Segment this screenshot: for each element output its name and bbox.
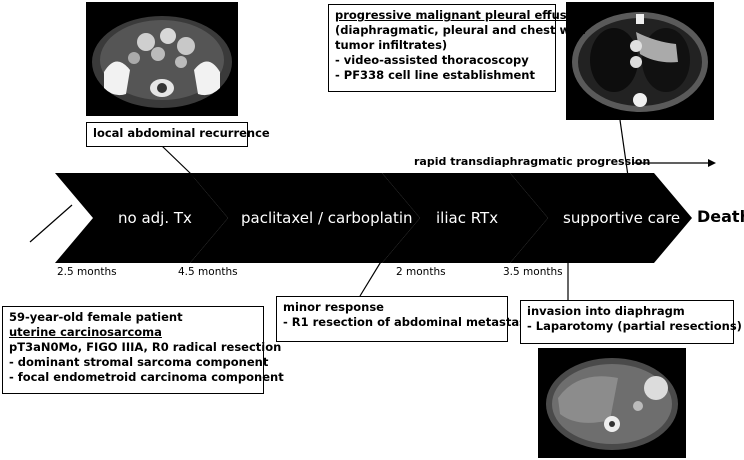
death-label: Death: [697, 207, 744, 226]
connector-effusion: [619, 119, 629, 177]
patient-line: - dominant stromal sarcoma component: [9, 355, 269, 369]
invasion-title: invasion into diaphragm: [527, 304, 685, 318]
patient-diagnosis: uterine carcinosarcoma: [9, 325, 162, 339]
phase-label-paclitaxel: paclitaxel / carboplatin: [241, 209, 413, 227]
connector-patient: [29, 204, 73, 243]
patient-line: - focal endometroid carcinoma component: [9, 370, 284, 384]
progression-arrowhead: [708, 159, 716, 167]
phase-label-no-adj-tx: no adj. Tx: [118, 209, 192, 227]
effusion-box: progressive malignant pleural effusion (…: [328, 4, 587, 92]
response-line: - R1 resection of abdominal metastasis: [283, 315, 537, 329]
pelvic-ct-scan-icon: [86, 2, 238, 116]
recurrence-box: local abdominal recurrence: [86, 122, 270, 147]
duration-label: 2.5 months: [57, 266, 117, 278]
connector-response: [359, 254, 386, 297]
patient-line: 59-year-old female patient: [9, 310, 183, 324]
response-title: minor response: [283, 300, 384, 314]
duration-label: 3.5 months: [503, 266, 563, 278]
phase-label-iliac-rtx: iliac RTx: [436, 209, 499, 227]
patient-box: 59-year-old female patient uterine carci…: [2, 306, 284, 394]
chevron-no-adj-tx: [55, 173, 228, 263]
chevron-paclitaxel: [190, 173, 420, 263]
connector-recurrence: [161, 145, 219, 201]
invasion-line: - Laparotomy (partial resections): [527, 319, 742, 333]
response-box: minor response - R1 resection of abdomin…: [276, 296, 537, 342]
effusion-title: progressive malignant pleural effusion: [335, 8, 587, 22]
chevron-supportive-care: [510, 173, 692, 263]
duration-label: 4.5 months: [178, 266, 238, 278]
patient-line: pT3aN0Mo, FIGO IIIA, R0 radical resectio…: [9, 340, 282, 354]
chevron-iliac-rtx: [382, 173, 548, 263]
effusion-line: tumor infiltrates): [335, 38, 448, 52]
invasion-box: invasion into diaphragm - Laparotomy (pa…: [520, 300, 742, 344]
recurrence-title: local abdominal recurrence: [93, 126, 270, 140]
phase-label-supportive-care: supportive care: [563, 209, 681, 227]
effusion-line: (diaphragmatic, pleural and chest wall: [335, 23, 586, 37]
abdominal-ct-scan-icon: [538, 348, 686, 458]
thoracic-ct-scan-icon: [566, 2, 714, 120]
progression-label: rapid transdiaphragmatic progression: [414, 155, 651, 168]
effusion-line: - video-assisted thoracoscopy: [335, 53, 529, 67]
effusion-line: - PF338 cell line establishment: [335, 68, 535, 82]
duration-label: 2 months: [396, 266, 446, 278]
